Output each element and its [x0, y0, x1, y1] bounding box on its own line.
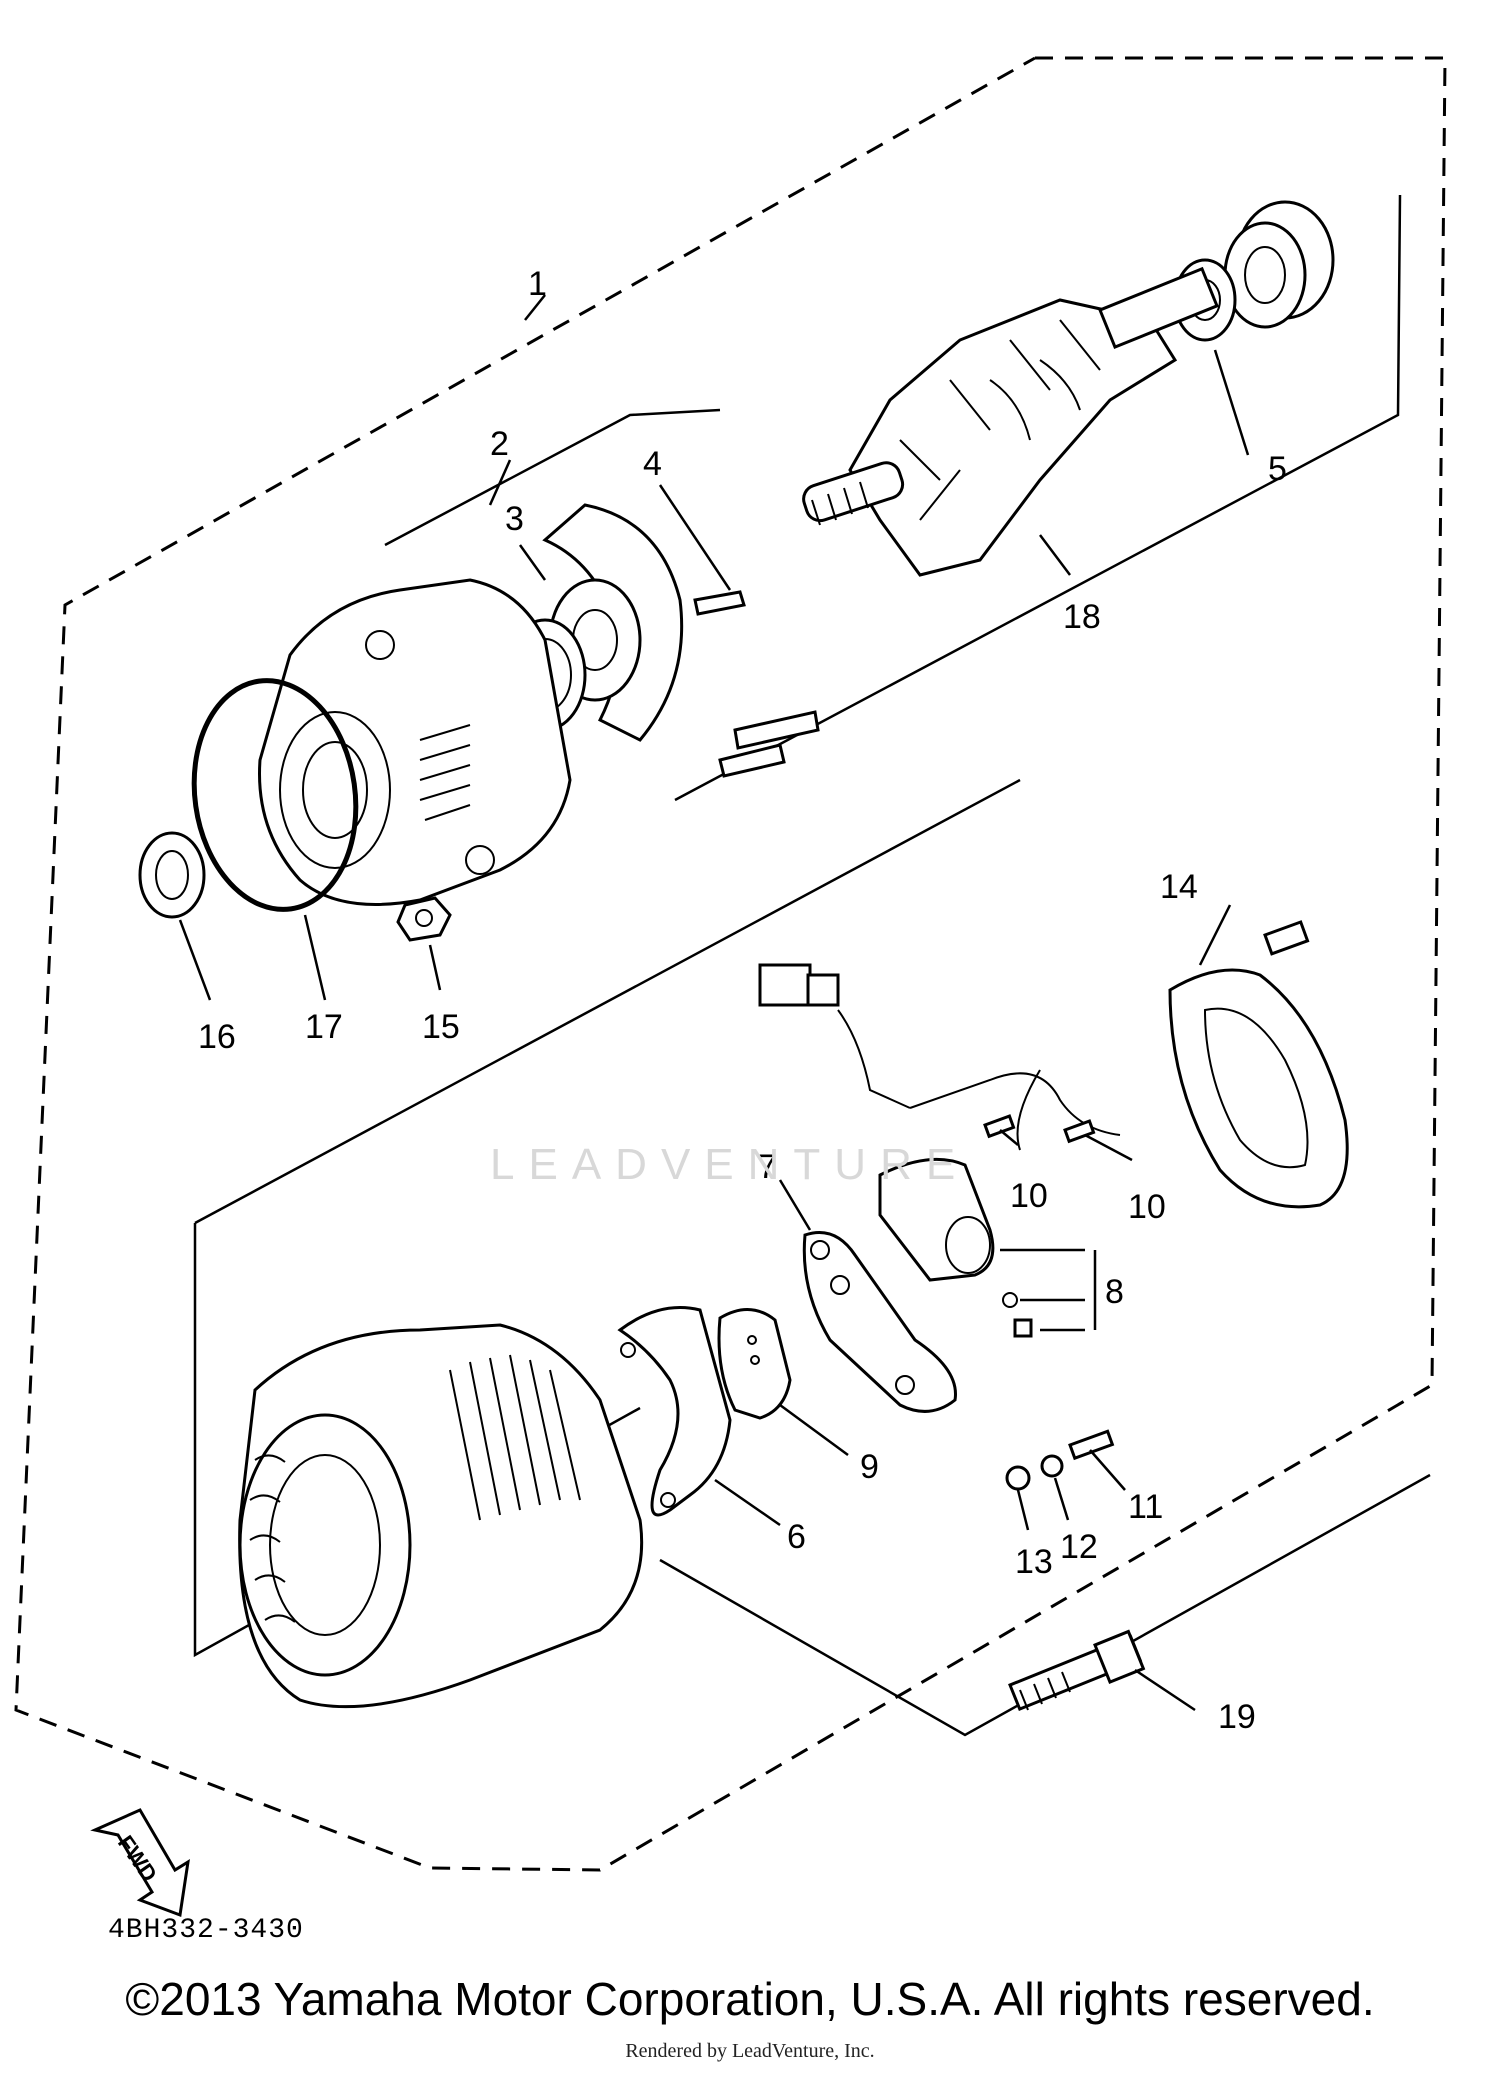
callout-18: 18: [1063, 598, 1101, 636]
callout-7: 7: [758, 1148, 777, 1186]
assembly-boundary: [14, 56, 1447, 1872]
leader-lines: [178, 294, 1250, 1712]
callout-14: 14: [1160, 868, 1198, 906]
callout-13: 13: [1015, 1543, 1053, 1581]
callout-17: 17: [305, 1008, 343, 1046]
rear-housing-stator-part: [238, 1323, 644, 1709]
callout-1: 1: [528, 265, 547, 303]
o-ring-part: [191, 678, 359, 912]
rectifier-part: [617, 1306, 732, 1517]
rendered-by-notice: Rendered by LeadVenture, Inc.: [625, 2040, 875, 2062]
callout-16: 16: [198, 1018, 236, 1056]
fwd-arrow-icon: FWD: [90, 1808, 190, 1918]
callout-11: 11: [1128, 1488, 1163, 1526]
brush-plate-part: [802, 1231, 957, 1413]
upper-subassembly-frame: [674, 194, 1402, 802]
callout-19: 19: [1218, 1698, 1256, 1736]
callout-2: 2: [490, 425, 509, 463]
callout-4: 4: [643, 445, 662, 483]
bearing-group-frame: [384, 408, 721, 547]
callout-12: 12: [1060, 1528, 1098, 1566]
callout-10b: 10: [1128, 1188, 1166, 1226]
callout-15: 15: [422, 1008, 460, 1046]
nut-part: [396, 896, 452, 942]
diagram-code: 4BH332-3430: [108, 1915, 304, 1946]
callout-6: 6: [787, 1518, 806, 1556]
callout-9: 9: [860, 1448, 879, 1486]
brush-part: [717, 1308, 792, 1420]
copyright-notice: ©2013 Yamaha Motor Corporation, U.S.A. A…: [125, 1973, 1375, 2025]
long-bolt-part: [1008, 1629, 1146, 1712]
callout-10a: 10: [1010, 1177, 1048, 1215]
regulator-part: [878, 1157, 1033, 1338]
rear-cover-part: [1168, 920, 1349, 1209]
oil-seal-part: [138, 831, 206, 919]
screw-parts: [983, 1114, 1115, 1491]
watermark: LEADVENTURE: [490, 1140, 970, 1189]
rotor-part: [802, 266, 1219, 577]
callout-5: 5: [1268, 450, 1287, 488]
wire-harness-part: [758, 963, 1121, 1151]
front-housing-part: [258, 578, 572, 906]
callout-8: 8: [1105, 1273, 1124, 1311]
callout-3: 3: [505, 500, 524, 538]
